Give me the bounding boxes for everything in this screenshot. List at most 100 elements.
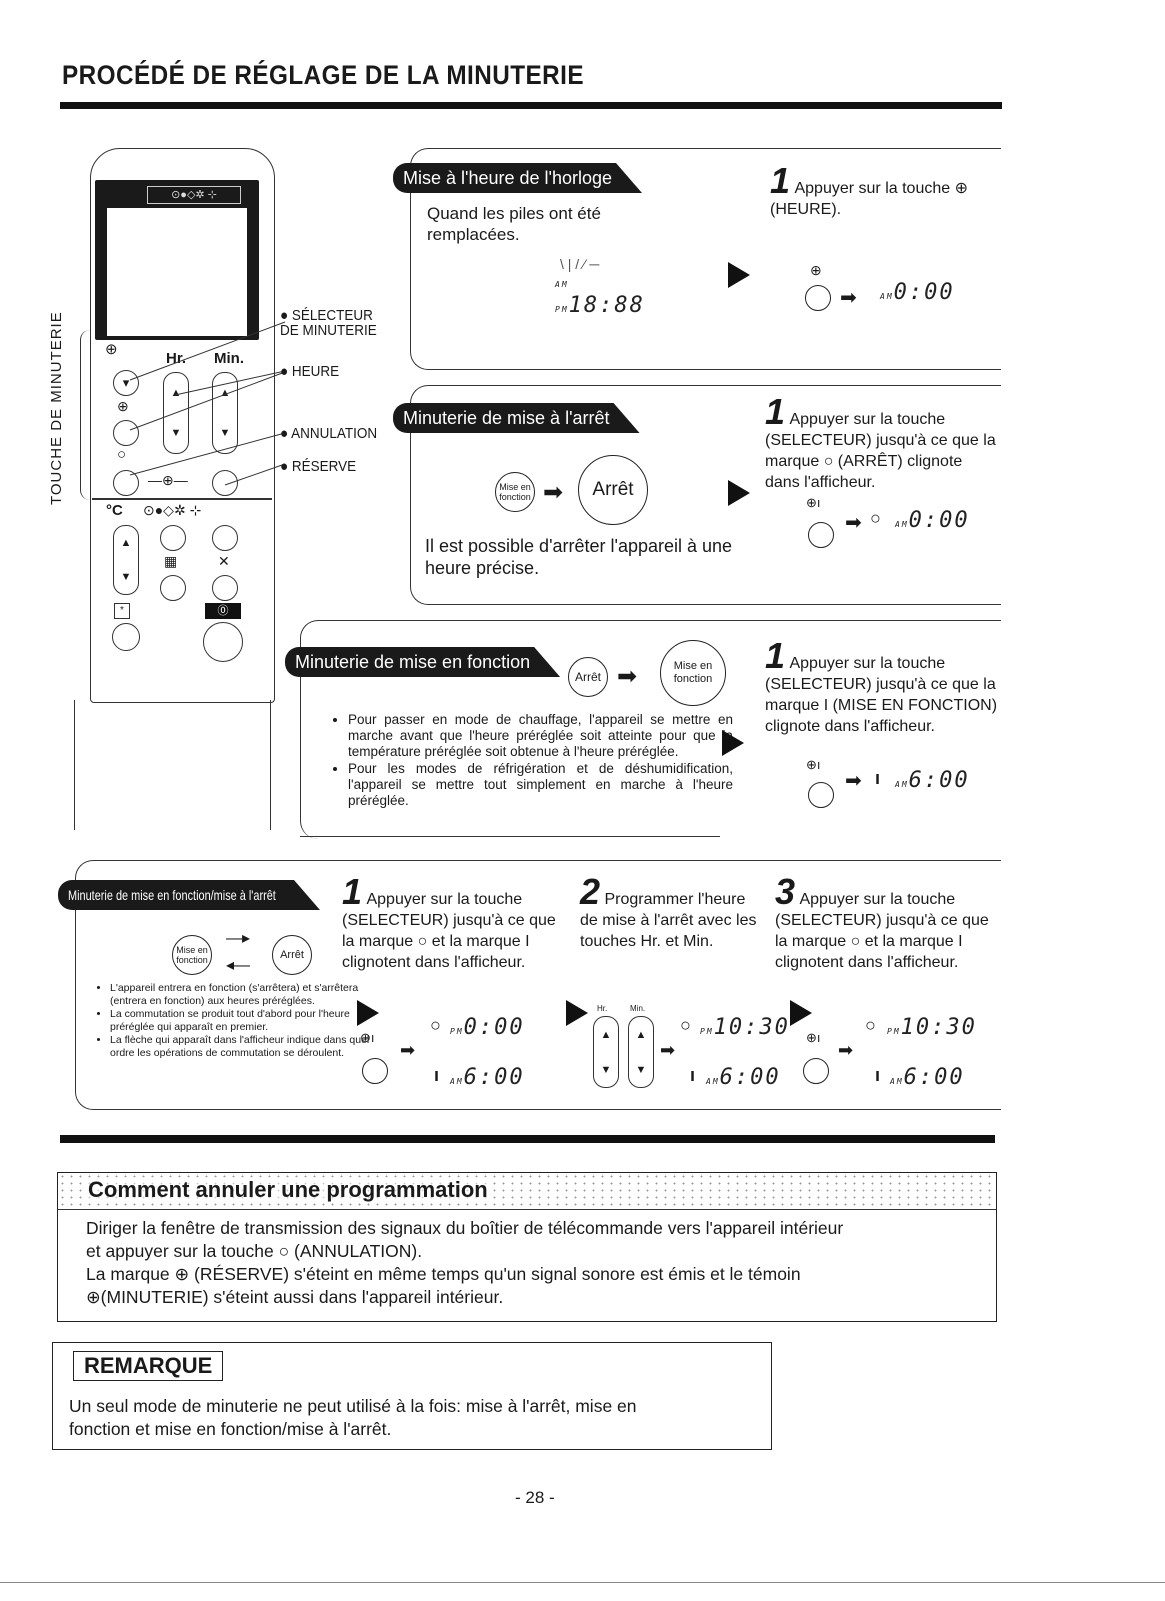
section2-selector-button	[808, 522, 834, 548]
section1-step-number: 1	[770, 160, 791, 201]
section4-step2-top-display: PM10:30	[700, 1015, 790, 1040]
section4-step3-arrow-icon	[790, 1000, 812, 1026]
section4-step3-top-text: 10:30	[900, 1015, 977, 1040]
section2-off-mark-icon: ○	[870, 508, 881, 528]
remote-body-lower-right	[270, 700, 271, 830]
section3-arrow-icon: ➡	[617, 663, 638, 690]
section4-frame	[75, 860, 1001, 1110]
temp-down-icon: ▼	[120, 571, 132, 583]
section3-on-label: Mise en fonction	[673, 660, 713, 685]
remark-body: Un seul mode de minuterie ne peut utilis…	[69, 1395, 759, 1441]
temp-button[interactable]: ▲▼	[113, 525, 139, 595]
callout-cancel: ● ANNULATION	[280, 425, 378, 442]
clock-symbol: ⊕	[117, 398, 129, 414]
section1-result-arrow-icon: ➡	[840, 287, 857, 309]
section4-step1-selector-button	[362, 1058, 388, 1084]
section4-min-label: Min.	[630, 1004, 646, 1013]
section1-step-text: Appuyer sur la touche ⊕ (HEURE).	[770, 180, 968, 218]
remote-side-brace	[80, 330, 93, 500]
section4-step2-bottom-text: 6:00	[719, 1065, 781, 1090]
section4-step2-bottom-ampm: AM	[706, 1077, 720, 1086]
section1-display-text: 18:88	[568, 293, 645, 318]
section1-description: Quand les piles ont été remplacées.	[427, 204, 601, 244]
section4-step2-bottom-display: AM6:00	[706, 1065, 781, 1090]
section3-step-number: 1	[765, 635, 786, 676]
hr-button[interactable]: ▲▼	[163, 372, 189, 454]
section1-arrow-icon	[728, 262, 750, 288]
cancel-line-1: Diriger la fenêtre de transmission des s…	[86, 1218, 844, 1238]
remark-line-1: Un seul mode de minuterie ne peut utilis…	[69, 1396, 637, 1416]
page-title: PROCÉDÉ DE RÉGLAGE DE LA MINUTERIE	[62, 60, 585, 90]
section3-step-arrow-icon	[722, 730, 744, 756]
section4-step3-selector-symbol: ⊕ı	[806, 1030, 821, 1045]
power-indicator-icon: ⓪	[205, 603, 241, 619]
section2-result-ampm: AM	[895, 520, 909, 529]
section4-step1: 1 Appuyer sur la touche (SELECTEUR) jusq…	[342, 874, 562, 973]
callout-clock-text: HEURE	[291, 363, 340, 380]
swing-button[interactable]	[160, 575, 186, 601]
section4-step1-bottom-ampm: AM	[450, 1077, 464, 1086]
section4-step3-bottom-display: AM6:00	[890, 1065, 965, 1090]
section4-step2-on-mark-icon: ı	[690, 1065, 696, 1085]
section4-on-button: Mise en fonction	[172, 935, 212, 975]
section1-result-text: 0:00	[893, 280, 955, 305]
section4-min-down-icon: ▼	[635, 1063, 647, 1076]
section4-step1-text: Appuyer sur la touche (SELECTEUR) jusqu'…	[342, 891, 556, 971]
section2-step: 1 Appuyer sur la touche (SELECTEUR) jusq…	[765, 394, 1000, 493]
section4-step3-top-ampm: PM	[887, 1027, 901, 1036]
section-divider	[60, 1135, 995, 1143]
section2-step-text: Appuyer sur la touche (SELECTEUR) jusqu'…	[765, 411, 996, 491]
footer-rule	[0, 1582, 1165, 1583]
section1-result-display: AM0:00	[880, 280, 955, 305]
section4-step3-text: Appuyer sur la touche (SELECTEUR) jusqu'…	[775, 891, 989, 971]
section1-result-ampm: AM	[880, 292, 894, 301]
section4-step3-arrow-down-icon: ➡	[838, 1040, 854, 1060]
section4-arrow-right-icon: —▸	[226, 930, 251, 947]
section4-step2-number: 2	[580, 871, 601, 912]
fan-button[interactable]	[212, 525, 238, 551]
cancel-body: Diriger la fenêtre de transmission des s…	[86, 1217, 986, 1309]
section3-off-label: Arrêt	[574, 670, 601, 684]
louver-button[interactable]	[212, 575, 238, 601]
section4-step1-arrow-down-icon: ➡	[400, 1040, 416, 1060]
section3-selector-button	[808, 782, 834, 808]
section1-step: 1 Appuyer sur la touche ⊕ (HEURE).	[770, 163, 1000, 220]
timer-selector-button[interactable]: ▾	[113, 370, 139, 396]
remote-divider	[92, 498, 272, 500]
min-down-icon: ▼	[219, 427, 231, 439]
grid-icon: ▦	[164, 553, 178, 569]
section3-frame-bottom	[300, 836, 720, 838]
clock-button[interactable]	[113, 420, 139, 446]
filter-button[interactable]	[112, 623, 140, 651]
mode-button[interactable]	[160, 525, 186, 551]
remote-screen-window	[107, 208, 247, 336]
power-button[interactable]	[203, 622, 243, 662]
section4-hr-button: ▲▼	[593, 1016, 619, 1088]
section4-step1-bottom-text: 6:00	[463, 1065, 525, 1090]
callout-reserve: ● RÉSERVE	[280, 458, 357, 475]
section2-frame	[410, 385, 1001, 605]
section2-off-label: Arrêt	[592, 479, 634, 500]
temp-unit-label: °C	[106, 502, 123, 519]
section3-step-text: Appuyer sur la touche (SELECTEUR) jusqu'…	[765, 655, 998, 735]
hr-down-icon: ▼	[170, 427, 182, 439]
section4-tab: Minuterie de mise en fonction/mise à l'a…	[58, 880, 320, 910]
remote-hr-label: Hr.	[166, 350, 187, 367]
section4-step3-top-display: PM10:30	[887, 1015, 977, 1040]
section4-step1-top-text: 0:00	[463, 1015, 525, 1040]
reserve-button-2[interactable]	[212, 470, 238, 496]
section4-step2-top-ampm: PM	[700, 1027, 714, 1036]
temp-up-icon: ▲	[120, 537, 132, 549]
remark-line-2: fonction et mise en fonction/mise à l'ar…	[69, 1419, 392, 1439]
section4-step1-number: 1	[342, 871, 363, 912]
section1-tab: Mise à l'heure de l'horloge	[393, 163, 642, 193]
section2-result-text: 0:00	[908, 508, 970, 533]
section3-bullet-cooling: Pour les modes de réfrigération et de dé…	[348, 761, 733, 809]
section1-clock-button	[805, 285, 831, 311]
swing-icon: ✕	[218, 553, 230, 569]
reserve-button[interactable]	[113, 470, 139, 496]
section4-step3: 3 Appuyer sur la touche (SELECTEUR) jusq…	[775, 874, 995, 973]
section4-step1-top-ampm: PM	[450, 1027, 464, 1036]
section4-bullet-1: L'appareil entrera en fonction (s'arrête…	[110, 982, 375, 1007]
page-number: - 28 -	[515, 1488, 555, 1507]
